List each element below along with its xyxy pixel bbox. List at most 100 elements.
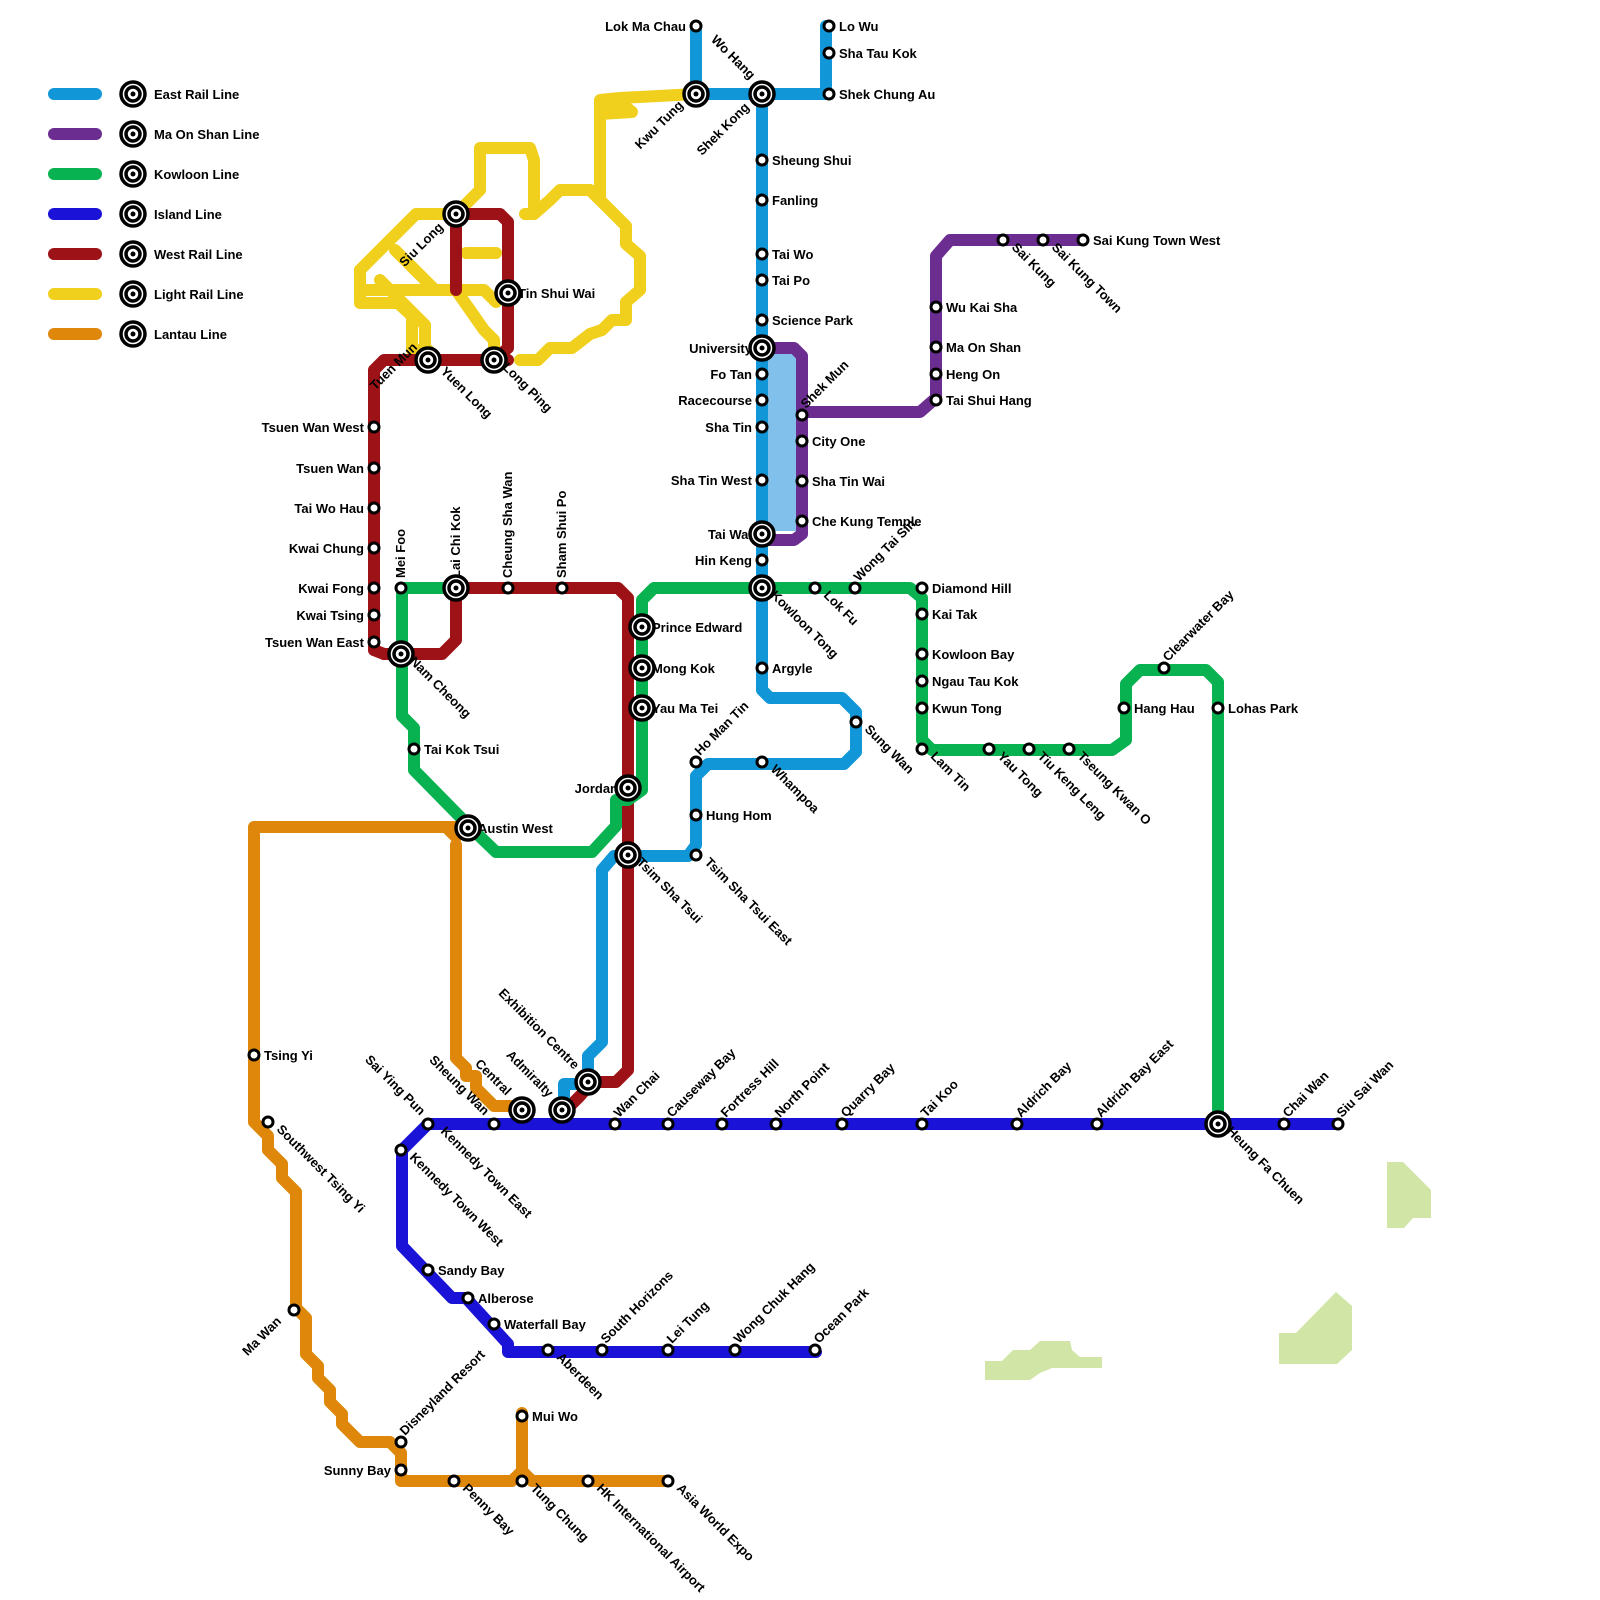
interchange-station-wo_hang[interactable]: [748, 80, 776, 108]
station-tai_koo[interactable]: [915, 1117, 929, 1131]
station-label-hung_hom[interactable]: Hung Hom: [706, 808, 772, 823]
interchange-station-tin_shui_wai[interactable]: [494, 279, 522, 307]
station-label-prince_edward[interactable]: Prince Edward: [652, 620, 742, 635]
station-label-north_point[interactable]: North Point: [772, 1059, 833, 1120]
station-tsing_yi[interactable]: [247, 1048, 261, 1062]
station-label-sandy_bay[interactable]: Sandy Bay: [438, 1263, 505, 1278]
station-label-kwai_tsing[interactable]: Kwai Tsing: [296, 608, 364, 623]
interchange-station-lai_chi_kok[interactable]: [442, 574, 470, 602]
interchange-station-tuen_mun[interactable]: [414, 346, 442, 374]
station-chai_wan[interactable]: [1277, 1117, 1291, 1131]
station-science_park[interactable]: [755, 313, 769, 327]
station-sheung_wan[interactable]: [487, 1117, 501, 1131]
station-kwai_tsing[interactable]: [367, 608, 381, 622]
station-causeway_bay[interactable]: [661, 1117, 675, 1131]
station-label-ocean_park[interactable]: Ocean Park: [811, 1284, 873, 1346]
station-label-tiu_keng_leng[interactable]: Tiu Keng Leng: [1035, 749, 1109, 823]
station-label-wu_kai_sha[interactable]: Wu Kai Sha: [946, 300, 1018, 315]
station-southwest_tsing_yi[interactable]: [261, 1115, 275, 1129]
station-kowloon_bay[interactable]: [915, 647, 929, 661]
interchange-station-kowloon_tong[interactable]: [748, 574, 776, 602]
station-label-lo_wu[interactable]: Lo Wu: [839, 19, 879, 34]
station-tsuen_wan[interactable]: [367, 461, 381, 475]
station-label-sheung_shui[interactable]: Sheung Shui: [772, 153, 851, 168]
station-hung_hom[interactable]: [689, 808, 703, 822]
station-wu_kai_sha[interactable]: [929, 300, 943, 314]
station-label-kowloon_bay[interactable]: Kowloon Bay: [932, 647, 1015, 662]
station-tai_wo[interactable]: [755, 247, 769, 261]
station-label-tin_shui_wai[interactable]: Tin Shui Wai: [518, 286, 595, 301]
station-sha_tin[interactable]: [755, 420, 769, 434]
station-label-heng_on[interactable]: Heng On: [946, 367, 1000, 382]
station-fanling[interactable]: [755, 193, 769, 207]
station-label-tsim_sha_tsui_east[interactable]: Tsim Sha Tsui East: [702, 855, 796, 949]
station-penny_bay[interactable]: [447, 1474, 461, 1488]
station-kai_tak[interactable]: [915, 607, 929, 621]
station-label-kwai_fong[interactable]: Kwai Fong: [298, 581, 364, 596]
station-label-sha_tin_west[interactable]: Sha Tin West: [671, 473, 753, 488]
station-waterfall_bay[interactable]: [487, 1317, 501, 1331]
station-kwai_fong[interactable]: [367, 581, 381, 595]
station-sai_kung_town[interactable]: [1036, 233, 1050, 247]
station-label-chai_wan[interactable]: Chai Wan: [1280, 1068, 1332, 1120]
station-ngau_tau_kok[interactable]: [915, 674, 929, 688]
station-lei_tung[interactable]: [661, 1343, 675, 1357]
station-heng_on[interactable]: [929, 367, 943, 381]
station-asia_world_expo[interactable]: [661, 1474, 675, 1488]
station-tsuen_wan_east[interactable]: [367, 635, 381, 649]
interchange-station-admiralty[interactable]: [548, 1096, 576, 1124]
station-wan_chai[interactable]: [608, 1117, 622, 1131]
station-tai_po[interactable]: [755, 273, 769, 287]
station-label-tai_wo_hau[interactable]: Tai Wo Hau: [294, 501, 364, 516]
station-sha_tau_kok[interactable]: [822, 46, 836, 60]
station-hang_hau[interactable]: [1117, 701, 1131, 715]
station-south_horizons[interactable]: [595, 1343, 609, 1357]
station-lo_wu[interactable]: [822, 19, 836, 33]
station-sai_ying_pun[interactable]: [421, 1117, 435, 1131]
station-shek_chung_au[interactable]: [822, 87, 836, 101]
station-ma_wan[interactable]: [287, 1303, 301, 1317]
station-siu_sai_wan[interactable]: [1331, 1117, 1345, 1131]
station-label-southwest_tsing_yi[interactable]: Southwest Tsing Yi: [274, 1122, 368, 1216]
station-aldrich_bay[interactable]: [1010, 1117, 1024, 1131]
station-label-tai_wo[interactable]: Tai Wo: [772, 247, 813, 262]
interchange-station-tai_wai[interactable]: [748, 520, 776, 548]
station-label-kennedy_town_west[interactable]: Kennedy Town West: [407, 1150, 507, 1250]
station-label-sha_tin_wai[interactable]: Sha Tin Wai: [812, 474, 885, 489]
station-label-yau_ma_tei[interactable]: Yau Ma Tei: [652, 701, 718, 716]
station-diamond_hill[interactable]: [915, 581, 929, 595]
station-label-sunny_bay[interactable]: Sunny Bay: [324, 1463, 392, 1478]
station-fortress_hill[interactable]: [715, 1117, 729, 1131]
station-label-ma_on_shan[interactable]: Ma On Shan: [946, 340, 1021, 355]
station-label-sha_tau_kok[interactable]: Sha Tau Kok: [839, 46, 918, 61]
station-che_kung_temple[interactable]: [795, 514, 809, 528]
station-sung_wan[interactable]: [849, 715, 863, 729]
station-label-alberose[interactable]: Alberose: [478, 1291, 534, 1306]
interchange-station-siu_long[interactable]: [442, 200, 470, 228]
station-tai_wo_hau[interactable]: [367, 501, 381, 515]
station-alberose[interactable]: [461, 1291, 475, 1305]
station-tsuen_wan_west[interactable]: [367, 420, 381, 434]
station-aberdeen[interactable]: [541, 1343, 555, 1357]
station-label-university[interactable]: University: [689, 341, 753, 356]
station-label-quarry_bay[interactable]: Quarry Bay: [838, 1059, 899, 1120]
station-label-tsing_yi[interactable]: Tsing Yi: [264, 1048, 313, 1063]
station-label-sham_shui_po[interactable]: Sham Shui Po: [554, 491, 569, 578]
station-tseung_kwan_o[interactable]: [1062, 742, 1076, 756]
station-sheung_shui[interactable]: [755, 153, 769, 167]
station-label-tseung_kwan_o[interactable]: Tseung Kwan O: [1075, 749, 1154, 828]
interchange-station-kwu_tung[interactable]: [682, 80, 710, 108]
interchange-station-nam_cheong[interactable]: [387, 640, 415, 668]
station-label-sai_kung_town_west[interactable]: Sai Kung Town West: [1093, 233, 1221, 248]
station-label-lai_chi_kok[interactable]: Lai Chi Kok: [448, 506, 463, 578]
station-mui_wo[interactable]: [515, 1409, 529, 1423]
station-label-racecourse[interactable]: Racecourse: [678, 393, 752, 408]
interchange-station-university[interactable]: [748, 334, 776, 362]
station-label-tsim_sha_tsui[interactable]: Tsim Sha Tsui: [634, 855, 706, 927]
station-label-che_kung_temple[interactable]: Che Kung Temple: [812, 514, 922, 529]
station-label-admiralty[interactable]: Admiralty: [503, 1047, 557, 1101]
station-label-yuen_long[interactable]: Yuen Long: [438, 364, 496, 422]
station-whampoa[interactable]: [755, 755, 769, 769]
station-wong_chuk_hang[interactable]: [728, 1343, 742, 1357]
station-sai_kung[interactable]: [996, 233, 1010, 247]
